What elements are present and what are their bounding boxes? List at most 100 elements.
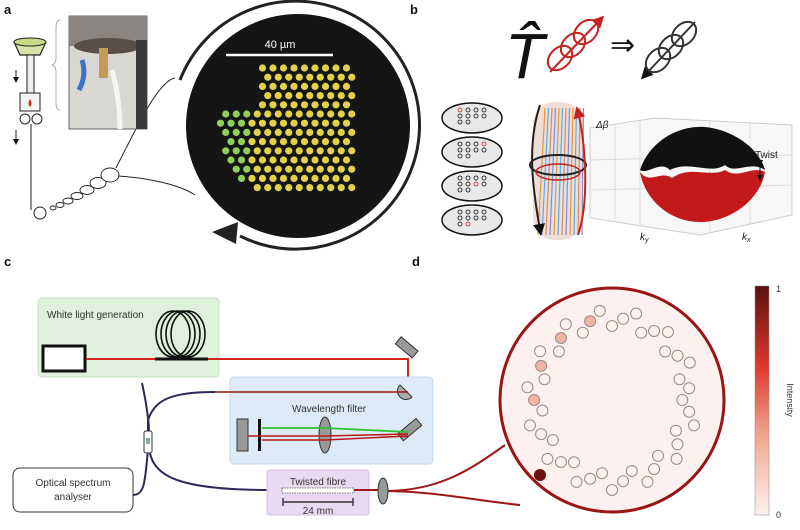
fibre-core-dot — [321, 82, 330, 90]
fibre-core-dot — [306, 92, 314, 100]
core-circle — [457, 119, 463, 125]
core-circle — [473, 181, 479, 187]
fibre-core-dot — [348, 73, 356, 81]
osa-label-line1: Optical spectrum — [35, 478, 110, 489]
core-circle — [465, 221, 471, 227]
fibre-core-dot — [316, 147, 324, 155]
core-circle — [671, 438, 684, 451]
core-circle — [465, 107, 471, 113]
fibre-core-dot — [327, 92, 335, 100]
core-circle — [552, 345, 565, 358]
core-ring — [521, 304, 700, 496]
fibre-core-dot — [295, 92, 303, 100]
fibre-core-dot — [332, 101, 340, 109]
fibre-core-dot — [258, 82, 267, 90]
fibre-core-dot — [290, 138, 298, 146]
fibre-core-dot — [237, 156, 246, 164]
fibre-core-dot — [285, 128, 293, 136]
fibre-core-dot — [264, 147, 272, 155]
fibre-core-dot — [264, 73, 272, 81]
fibre-core-dot — [279, 119, 288, 127]
core-circle — [465, 175, 471, 181]
fibre-core-dot — [222, 128, 230, 136]
twist-operator: T̂ — [505, 20, 548, 92]
scale-bar-label: 40 µm — [265, 39, 296, 51]
fibre-core-dot — [264, 110, 272, 118]
fibre-core-dot — [290, 64, 298, 72]
fibre-core-dot — [342, 119, 351, 127]
slit — [258, 419, 261, 451]
output-lens — [377, 477, 389, 505]
fibre-core-dot — [253, 147, 261, 155]
core-circle — [570, 475, 583, 488]
red-helix-icon — [546, 15, 605, 73]
core-circle — [457, 153, 463, 159]
core-circle — [457, 147, 463, 153]
implies-arrow: ⇒ — [610, 29, 635, 62]
fibre-core-dot — [269, 82, 277, 90]
delta-beta-axis-label: Δβ — [595, 120, 609, 131]
fibre-core-dot — [232, 110, 240, 118]
fibre-core-dot — [321, 138, 330, 146]
fibre-core-dot — [316, 92, 324, 100]
fibre-core-dot — [342, 174, 351, 182]
core-circle — [524, 419, 536, 432]
fibre-core-dot — [327, 73, 335, 81]
cross-section-disk — [441, 136, 503, 168]
core-circle — [559, 318, 572, 331]
cross-section-disk — [441, 170, 503, 202]
fibre-core-dot — [306, 73, 314, 81]
fibre-core-dot — [279, 156, 288, 164]
fibre-core-dot — [332, 82, 340, 90]
core-circle — [465, 141, 471, 147]
cross-section-stack — [441, 102, 503, 236]
fibre-core-dot — [311, 156, 319, 164]
fibre-core-dot — [285, 184, 293, 192]
fibre-core-dot — [311, 101, 319, 109]
core-circle — [457, 187, 463, 193]
fibre-core-dot — [253, 128, 261, 136]
ky-axis-label: ky — [640, 232, 649, 244]
core-circle — [536, 404, 549, 417]
fibre-core-dot — [300, 64, 309, 72]
fibre-core-dot — [264, 92, 272, 100]
fibre-core-dot — [306, 110, 314, 118]
core-circle — [555, 332, 567, 344]
fibre-core-dot — [337, 184, 345, 192]
core-circle — [465, 209, 471, 215]
core-circle — [671, 349, 684, 362]
fibre-core-dot — [306, 184, 314, 192]
kx-axis-label: kx — [742, 232, 751, 244]
fibre-core-dot — [337, 110, 345, 118]
fibre-core-dot — [232, 165, 240, 173]
fibre-core-dot — [269, 156, 277, 164]
core-circle — [576, 326, 589, 339]
fibre-core-dot — [274, 92, 282, 100]
wavelength-filter-box — [229, 376, 434, 465]
fibre-core-dot — [253, 110, 261, 118]
mirror — [394, 336, 419, 359]
white-light-generation-label: White light generation — [47, 310, 144, 321]
twist-label: Twist — [755, 150, 778, 161]
grating — [396, 417, 423, 442]
fibre-core-dot — [342, 101, 351, 109]
fibre-core-dot — [216, 119, 225, 127]
strand — [573, 107, 578, 236]
fibre-core-dot — [306, 165, 314, 173]
fibre-core-dot — [306, 128, 314, 136]
fibre-core-dot — [337, 165, 345, 173]
core-circle — [555, 456, 567, 468]
fibre-core-dot — [316, 184, 324, 192]
core-circle — [617, 475, 630, 488]
fibre-core-dot — [295, 147, 303, 155]
core-circle — [593, 304, 606, 317]
fibre-core-dot — [274, 110, 282, 118]
core-circle — [659, 345, 672, 358]
fibre-core-dot — [279, 138, 288, 146]
core-circle — [683, 405, 696, 418]
core-circle — [465, 215, 471, 221]
fibre-core-dot — [237, 119, 246, 127]
panel-label-d: d — [412, 254, 420, 269]
fibre-core-dot — [227, 138, 235, 146]
core-circle — [473, 175, 479, 181]
